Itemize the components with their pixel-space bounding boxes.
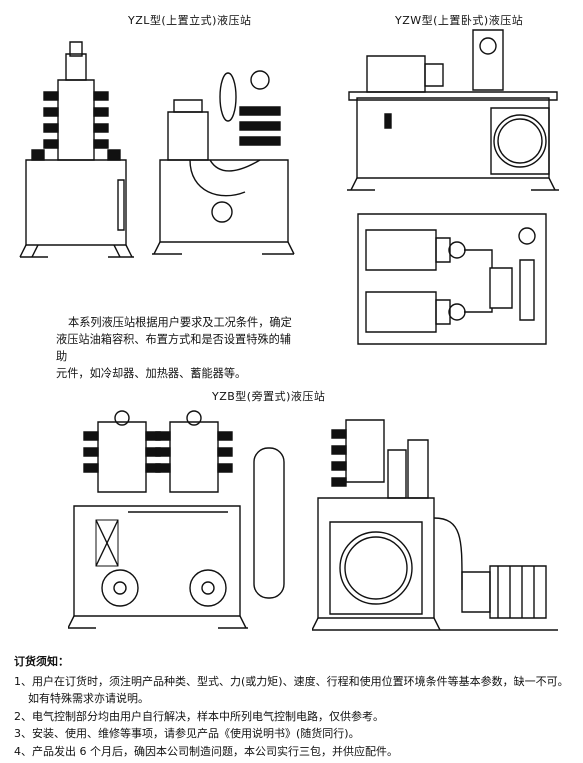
yzl-caption: YZL型(上置立式)液压站 xyxy=(128,14,252,27)
yzb-side-view-drawing xyxy=(312,410,562,635)
notes-title: 订货须知： xyxy=(14,655,69,668)
yzl-side-view-drawing xyxy=(150,52,295,262)
note-item-1-continued: 如有特殊需求亦请说明。 xyxy=(28,692,149,705)
yzl-front-view-drawing xyxy=(18,40,138,260)
yzw-caption: YZW型(上置卧式)液压站 xyxy=(395,14,524,27)
series-description: 本系列液压站根据用户要求及工况条件，确定 液压站油箱容积、布置方式和是否设置特殊… xyxy=(56,314,296,382)
note-item-1: 1、用户在订货时，须注明产品种类、型式、力(或力矩)、速度、行程和使用位置环境条… xyxy=(14,674,569,688)
note-item-4: 4、产品发出 6 个月后，确因本公司制造问题，本公司实行三包，并供应配件。 xyxy=(14,744,398,758)
yzw-elevation-drawing xyxy=(345,26,560,194)
note-item-2: 2、电气控制部分均由用户自行解决，样本中所列电气控制电路，仅供参考。 xyxy=(14,709,384,723)
description-line: 本系列液压站根据用户要求及工况条件，确定 xyxy=(68,316,292,329)
yzb-front-view-drawing xyxy=(68,408,293,633)
yzw-plan-view-drawing xyxy=(352,210,552,360)
description-line: 液压站油箱容积、布置方式和是否设置特殊的辅助 xyxy=(56,333,291,363)
order-notes: 订货须知： 1、用户在订货时，须注明产品种类、型式、力(或力矩)、速度、行程和使… xyxy=(14,653,574,760)
note-item-3: 3、安装、使用、维修等事项，请参见产品《使用说明书》(随货同行)。 xyxy=(14,727,360,740)
yzb-caption: YZB型(旁置式)液压站 xyxy=(212,390,326,403)
description-line: 元件，如冷却器、加热器、蓄能器等。 xyxy=(56,367,247,380)
